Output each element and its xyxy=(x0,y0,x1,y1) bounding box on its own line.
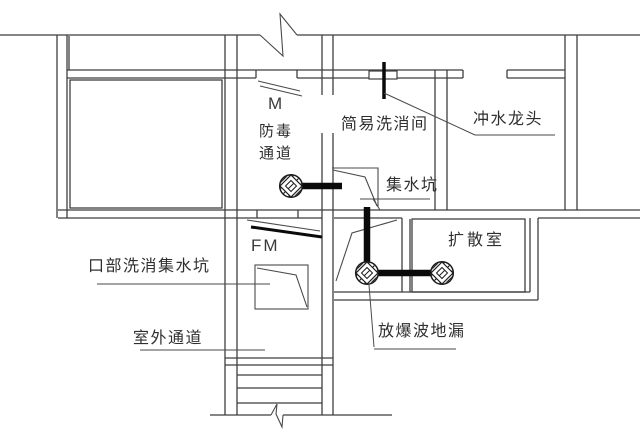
room-left xyxy=(69,79,223,209)
entrance-washing-pit-label: 口部洗消集水坑 xyxy=(88,258,211,275)
floor-drain-icon xyxy=(353,259,381,287)
door-m-leaf xyxy=(257,80,303,97)
outdoor-passage-label: 室外通道 xyxy=(133,330,204,347)
walls xyxy=(56,35,640,415)
break-mark-top xyxy=(259,12,298,58)
gas-proof-passage-line1: 防毒 xyxy=(259,123,294,140)
collecting-pit-lower xyxy=(335,219,398,282)
entrance-washing-pit-box xyxy=(254,264,309,310)
collecting-pit-label: 集水坑 xyxy=(386,177,439,194)
floor-drain-icon xyxy=(277,172,305,200)
break-mark-bottom xyxy=(270,403,284,430)
leader-lines xyxy=(97,92,555,351)
drain-pipes xyxy=(300,182,432,277)
flush-faucet-symbol xyxy=(368,62,398,99)
diffusion-room-label: 扩散室 xyxy=(448,232,506,249)
door-m-label: M xyxy=(268,94,285,113)
gas-proof-passage-line2: 通道 xyxy=(259,145,294,162)
simple-washing-room-label: 简易洗消间 xyxy=(341,116,429,133)
stairs xyxy=(225,357,333,404)
flush-faucet-label: 冲水龙头 xyxy=(473,111,544,128)
door-fm-label: FM xyxy=(251,236,280,255)
blast-wave-floor-drain-label: 放爆波地漏 xyxy=(378,323,466,340)
door-fm-leaf xyxy=(246,219,323,239)
room-diffusion xyxy=(411,218,526,293)
collecting-pit-upper xyxy=(332,167,379,207)
floor-drain-icon xyxy=(428,259,456,287)
